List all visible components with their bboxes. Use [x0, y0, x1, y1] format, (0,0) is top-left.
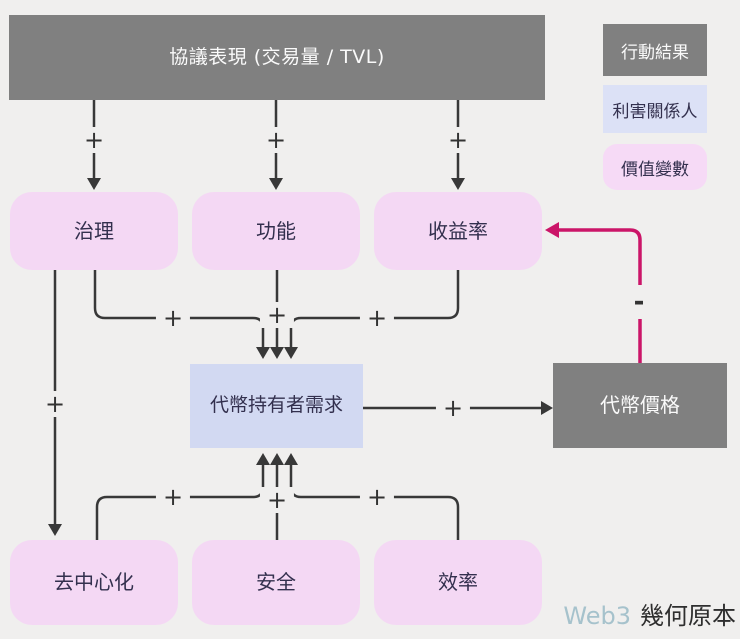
- node-functionality-label: 功能: [256, 218, 296, 243]
- node-token-holder-demand: 代幣持有者需求: [190, 364, 363, 448]
- node-security-label: 安全: [256, 570, 296, 594]
- sign-efficiency-demand: +: [359, 484, 395, 510]
- sign-governance-demand: +: [155, 305, 191, 331]
- legend-action-result-label: 行動結果: [621, 42, 689, 63]
- node-functionality: 功能: [192, 192, 360, 270]
- sign-yield-demand: +: [359, 305, 395, 331]
- node-efficiency: 效率: [374, 540, 542, 625]
- sign-security-demand: +: [259, 487, 295, 513]
- node-yield-rate-label: 收益率: [428, 218, 488, 243]
- node-protocol-performance-label: 協議表現 (交易量 / TVL): [169, 45, 385, 68]
- node-token-holder-demand-label: 代幣持有者需求: [209, 394, 343, 417]
- node-decentralization-label: 去中心化: [54, 570, 134, 594]
- sign-protocol-governance: +: [76, 127, 112, 153]
- watermark-title: 幾何原本: [640, 602, 736, 630]
- sign-protocol-yield: +: [440, 127, 476, 153]
- legend-value-variable-label: 價值變數: [621, 159, 689, 180]
- sign-decentralization-demand: +: [155, 484, 191, 510]
- legend-stakeholder-label: 利害關係人: [612, 101, 698, 122]
- legend-item-action-result: 行動結果: [603, 24, 707, 76]
- legend-item-value-variable: 價值變數: [603, 144, 707, 190]
- sign-functionality-demand: +: [259, 302, 295, 328]
- sign-price-yield-negative: -: [624, 285, 654, 319]
- node-protocol-performance: 協議表現 (交易量 / TVL): [9, 15, 545, 100]
- sign-demand-price: +: [435, 395, 471, 421]
- node-efficiency-label: 效率: [438, 570, 478, 594]
- edge-price-to-yield-negative: [545, 222, 642, 363]
- sign-governance-decentralization: +: [37, 391, 73, 417]
- node-yield-rate: 收益率: [374, 192, 542, 270]
- node-governance: 治理: [10, 192, 178, 270]
- node-security: 安全: [192, 540, 360, 625]
- node-token-price-label: 代幣價格: [600, 393, 680, 417]
- node-governance-label: 治理: [74, 218, 114, 243]
- watermark: Web3 幾何原本: [563, 596, 736, 631]
- sign-protocol-functionality: +: [258, 127, 294, 153]
- watermark-brand: Web3: [563, 602, 631, 630]
- legend-item-stakeholder: 利害關係人: [603, 85, 707, 133]
- node-decentralization: 去中心化: [10, 540, 178, 625]
- node-token-price: 代幣價格: [553, 363, 727, 448]
